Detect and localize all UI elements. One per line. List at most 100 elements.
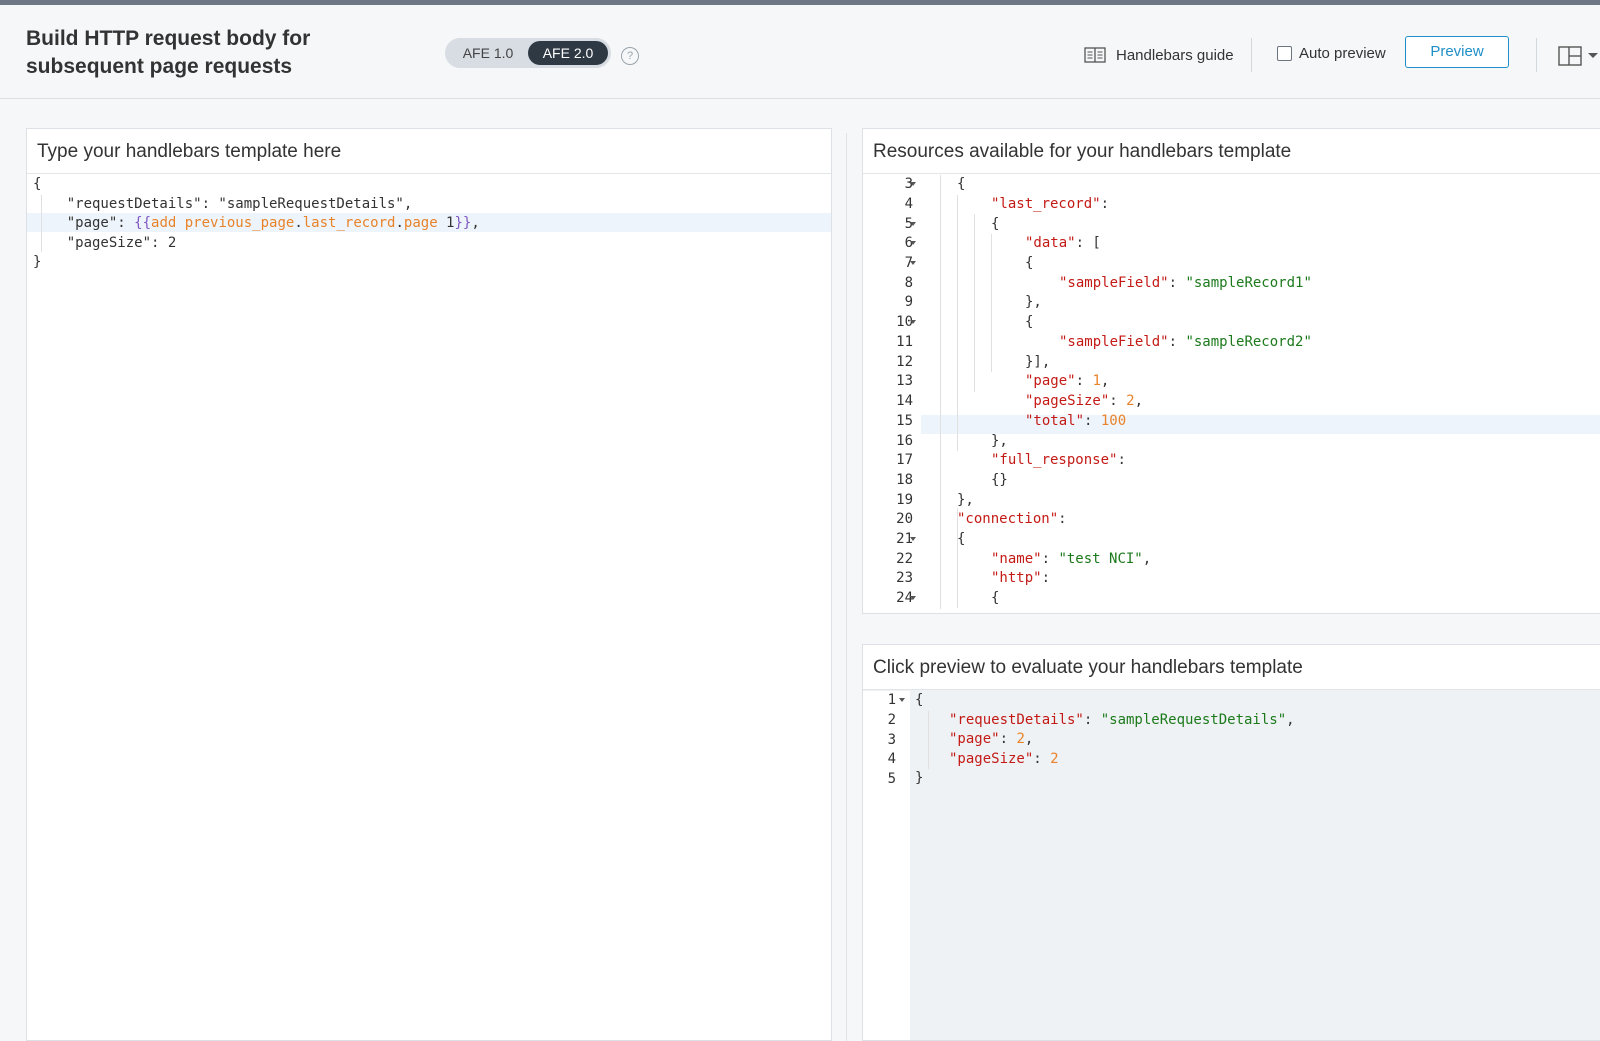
line-number: 11 (896, 334, 913, 350)
resources-code-viewer[interactable]: { "last_record": { "data": [ { "sampleFi… (863, 129, 1600, 606)
line-number: 9 (904, 294, 913, 310)
auto-preview-checkbox[interactable] (1277, 46, 1292, 61)
fold-toggle-icon[interactable] (899, 698, 905, 702)
guide-label: Handlebars guide (1116, 46, 1234, 64)
line-number-gutter: 3 4 5 6 7 8 9 10 11 12 13 14 15 16 17 18… (863, 175, 921, 613)
line-number: 3 (904, 176, 913, 192)
top-stripe (0, 0, 1600, 5)
fold-toggle-icon[interactable] (910, 596, 916, 600)
line-number: 1 (887, 692, 896, 708)
template-panel-title: Type your handlebars template here (27, 129, 831, 174)
line-number: 4 (904, 196, 913, 212)
line-number: 23 (896, 570, 913, 586)
line-number: 18 (896, 472, 913, 488)
preview-button[interactable]: Preview (1405, 36, 1509, 68)
line-number: 10 (896, 314, 913, 330)
code-line: "pageSize": 2, (1025, 393, 1144, 409)
code-line: { (33, 176, 42, 192)
code-line: { (957, 531, 966, 547)
line-number: 14 (896, 393, 913, 409)
indent-guide (957, 508, 958, 608)
line-number: 12 (896, 354, 913, 370)
active-line-highlight (921, 415, 1600, 434)
header-divider (1536, 38, 1537, 72)
code-line: "requestDetails": "sampleRequestDetails"… (33, 196, 413, 212)
line-number: 16 (896, 433, 913, 449)
fold-toggle-icon[interactable] (910, 320, 916, 324)
indent-guide (41, 195, 42, 252)
line-number: 15 (896, 413, 913, 429)
indent-guide (928, 711, 929, 769)
code-line: { (991, 590, 1000, 606)
afe-1-option[interactable]: AFE 1.0 (462, 45, 514, 61)
indent-guide (957, 195, 958, 451)
header-divider (1251, 38, 1252, 72)
result-code-viewer[interactable]: { "requestDetails": "sampleRequestDetail… (863, 645, 1600, 786)
line-number: 7 (904, 255, 913, 271)
code-line: {} (991, 472, 1008, 488)
code-line: "page": 1, (1025, 373, 1110, 389)
line-number: 6 (904, 235, 913, 251)
fold-toggle-icon[interactable] (910, 241, 916, 245)
code-line: { (991, 216, 1000, 232)
code-line: "connection": (957, 511, 1067, 527)
code-line: "full_response": (991, 452, 1126, 468)
line-number: 24 (896, 590, 913, 606)
code-line: }, (991, 433, 1008, 449)
code-line: "sampleField": "sampleRecord1" (1059, 275, 1312, 291)
code-line: { (957, 176, 966, 192)
fold-toggle-icon[interactable] (910, 222, 916, 226)
code-line: "http": (991, 570, 1051, 586)
code-line: "total": 100 (1025, 413, 1127, 429)
layout-icon[interactable] (1558, 46, 1582, 66)
resources-panel: Resources available for your handlebars … (862, 128, 1600, 614)
chevron-down-icon[interactable] (1588, 53, 1598, 58)
template-code-editor[interactable]: { "requestDetails": "sampleRequestDetail… (27, 129, 831, 270)
code-line: { (1025, 255, 1034, 271)
code-line: }], (1025, 354, 1051, 370)
panel-divider[interactable] (846, 133, 847, 1041)
afe-2-option[interactable]: AFE 2.0 (528, 41, 608, 65)
fold-toggle-icon[interactable] (910, 261, 916, 265)
fold-toggle-icon[interactable] (910, 182, 916, 186)
code-line: "name": "test NCI", (991, 551, 1152, 567)
code-line: } (33, 254, 42, 270)
line-number: 21 (896, 531, 913, 547)
code-line: }, (1025, 294, 1042, 310)
fold-toggle-icon[interactable] (910, 537, 916, 541)
auto-preview-control[interactable]: Auto preview (1277, 45, 1386, 62)
line-number: 22 (896, 551, 913, 567)
afe-version-toggle[interactable]: AFE 1.0 AFE 2.0 (445, 38, 611, 68)
code-line: "page": {{add previous_page.last_record.… (33, 215, 480, 231)
code-line: "requestDetails": "sampleRequestDetails"… (949, 712, 1295, 728)
line-number: 19 (896, 492, 913, 508)
code-line: "pageSize": 2 (949, 751, 1059, 767)
code-line: "last_record": (991, 196, 1110, 212)
help-icon[interactable]: ? (621, 47, 639, 65)
code-line: }, (957, 492, 974, 508)
line-number: 13 (896, 373, 913, 389)
result-panel-title: Click preview to evaluate your handlebar… (863, 645, 1600, 690)
indent-guide (974, 214, 975, 392)
template-editor-panel: Type your handlebars template here { "re… (26, 128, 832, 1041)
code-line: { (915, 692, 924, 708)
code-line: } (915, 770, 924, 786)
indent-guide (991, 234, 992, 372)
handlebars-guide-link[interactable]: Handlebars guide (1084, 43, 1234, 67)
line-number: 2 (887, 712, 896, 728)
code-line: "data": [ (1025, 235, 1101, 251)
line-number-gutter: 1 2 3 4 5 (863, 691, 910, 1040)
resources-panel-title: Resources available for your handlebars … (863, 129, 1600, 174)
indent-guide (940, 175, 941, 609)
auto-preview-label: Auto preview (1299, 45, 1386, 62)
active-line-highlight (27, 213, 831, 232)
page-title: Build HTTP request body for subsequent p… (26, 27, 311, 78)
code-line: "sampleField": "sampleRecord2" (1059, 334, 1312, 350)
book-icon (1084, 47, 1106, 63)
line-number: 4 (887, 751, 896, 767)
line-number: 20 (896, 511, 913, 527)
line-number: 3 (887, 732, 896, 748)
code-line: "pageSize": 2 (33, 235, 177, 251)
line-number: 17 (896, 452, 913, 468)
result-panel: Click preview to evaluate your handlebar… (862, 644, 1600, 1041)
